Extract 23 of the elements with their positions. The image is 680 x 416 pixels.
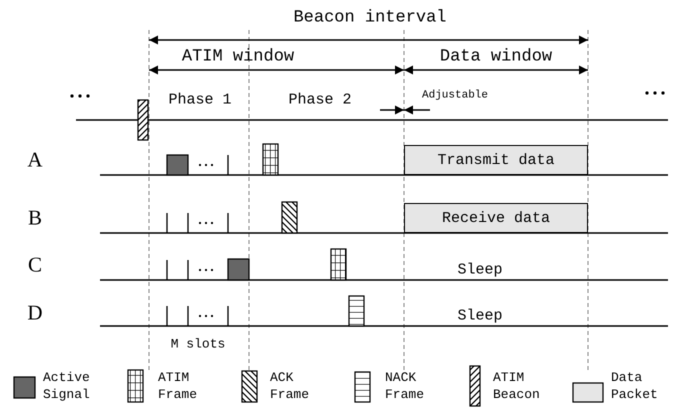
title-label: Beacon interval (293, 10, 447, 26)
span-label: ATIM window (182, 48, 294, 66)
legend-label: Data Packet (611, 370, 659, 404)
legend-label: NACK Frame (385, 370, 426, 404)
row-label: D (27, 302, 43, 324)
legend-label: Active Signal (43, 370, 91, 404)
data-packet-box (404, 203, 588, 233)
legend-label: ATIM Frame (158, 370, 198, 404)
box-label: Receive data (442, 210, 550, 226)
row-label: C (28, 254, 42, 276)
data-packet-box (404, 145, 588, 175)
phase-label: Phase 1 (168, 92, 232, 108)
phase-label: Phase 2 (288, 92, 352, 108)
span-label: M slots (170, 338, 226, 350)
legend-label: ATIM Beacon (493, 370, 541, 404)
row-label: B (28, 208, 42, 228)
span-label: Adjustable (422, 90, 488, 102)
box-label: Transmit data (437, 152, 555, 168)
state-label: Sleep (458, 262, 502, 278)
state-label: Sleep (458, 308, 502, 324)
span-label: Data window (440, 48, 552, 66)
legend-label: ACK Frame (270, 370, 310, 404)
row-label: A (27, 150, 43, 170)
